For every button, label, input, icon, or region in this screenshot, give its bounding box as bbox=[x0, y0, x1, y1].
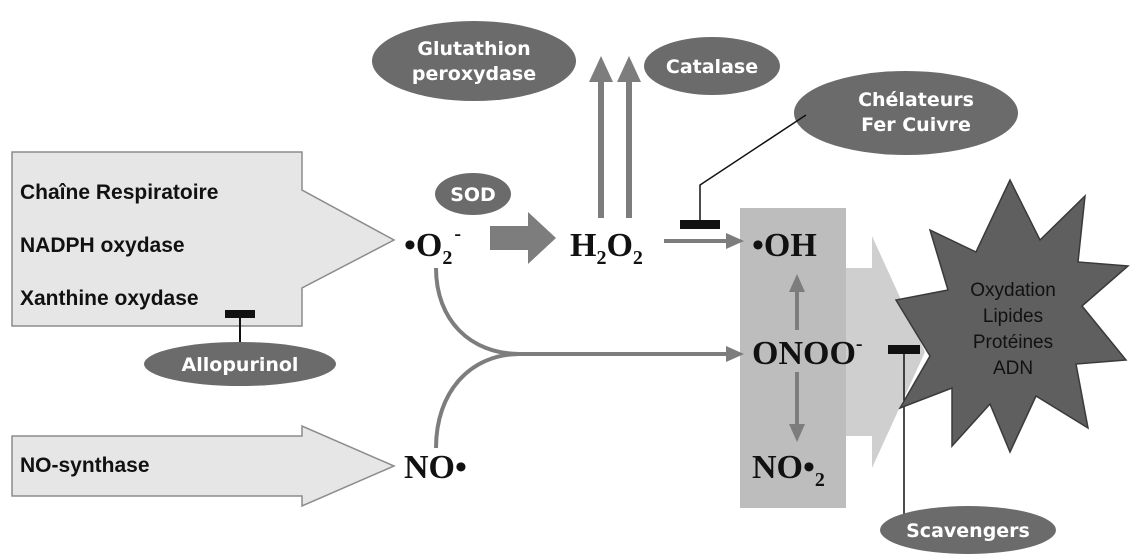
nadph-oxidase-label: NADPH oxydase bbox=[20, 234, 185, 257]
iron-copper-label: Fer Cuivre bbox=[861, 114, 971, 136]
no-to-peroxynitrite-curve bbox=[434, 352, 521, 449]
hydroxyl-species: •OH bbox=[752, 227, 817, 264]
sod-label: SOD bbox=[450, 184, 496, 206]
chelators-pill bbox=[794, 71, 1018, 155]
xanthine-oxidase-label: Xanthine oxydase bbox=[20, 287, 199, 310]
h2o2-to-glutathion-arrowhead bbox=[589, 56, 613, 82]
allopurinol-label: Allopurinol bbox=[182, 354, 299, 376]
peroxynitrite-to-hydroxyl-arrowhead bbox=[789, 274, 805, 292]
hydrogen-peroxide-species: H2O2 bbox=[570, 227, 643, 269]
oxidative-damage-burst bbox=[894, 178, 1130, 454]
scavengers-pill bbox=[880, 506, 1056, 554]
superoxide-species: •O2- bbox=[404, 223, 461, 269]
h2o2-to-catalase-arrowhead bbox=[617, 56, 641, 82]
glutathion-label: Glutathion bbox=[417, 38, 530, 60]
peroxynitrite-to-no2-arrowhead bbox=[789, 424, 805, 442]
panel-output-arrow bbox=[846, 236, 925, 468]
oxidase-sources-block-arrow bbox=[11, 151, 396, 327]
combined-to-peroxynitrite-arrowhead bbox=[726, 346, 744, 362]
nitrogen-dioxide-species: NO•2 bbox=[752, 449, 825, 491]
h2o2-to-hydroxyl-arrowhead bbox=[726, 233, 744, 249]
scavengers-label: Scavengers bbox=[906, 520, 1030, 542]
scavengers-inhibitor-bar bbox=[888, 345, 920, 354]
catalase-pill bbox=[644, 37, 780, 95]
peroxynitrite-species: ONOO- bbox=[752, 333, 863, 372]
damage-proteins-label: Protéines bbox=[973, 332, 1053, 353]
superoxide-to-peroxynitrite-curve bbox=[434, 267, 521, 356]
sod-pill bbox=[435, 173, 511, 215]
allopurinol-inhibitor-bar bbox=[225, 310, 255, 318]
no-synthase-label: NO-synthase bbox=[20, 454, 150, 477]
glutathion-peroxydase-pill bbox=[372, 21, 576, 101]
chelators-label: Chélateurs bbox=[858, 89, 974, 111]
damage-oxidation-label: Oxydation bbox=[970, 280, 1056, 301]
damage-dna-label: ADN bbox=[993, 358, 1033, 379]
superoxide-to-h2o2-arrow bbox=[490, 212, 556, 264]
nitric-oxide-species: NO• bbox=[404, 449, 467, 486]
radical-products-panel bbox=[740, 208, 846, 508]
catalase-label: Catalase bbox=[666, 56, 758, 78]
damage-lipids-label: Lipides bbox=[983, 306, 1043, 327]
respiratory-chain-label: Chaîne Respiratoire bbox=[20, 181, 218, 204]
chelators-connector bbox=[699, 114, 807, 222]
no-synthase-block-arrow bbox=[11, 424, 396, 508]
chelators-inhibitor-bar bbox=[680, 220, 720, 229]
peroxydase-label: peroxydase bbox=[412, 63, 536, 85]
allopurinol-pill bbox=[144, 342, 336, 386]
